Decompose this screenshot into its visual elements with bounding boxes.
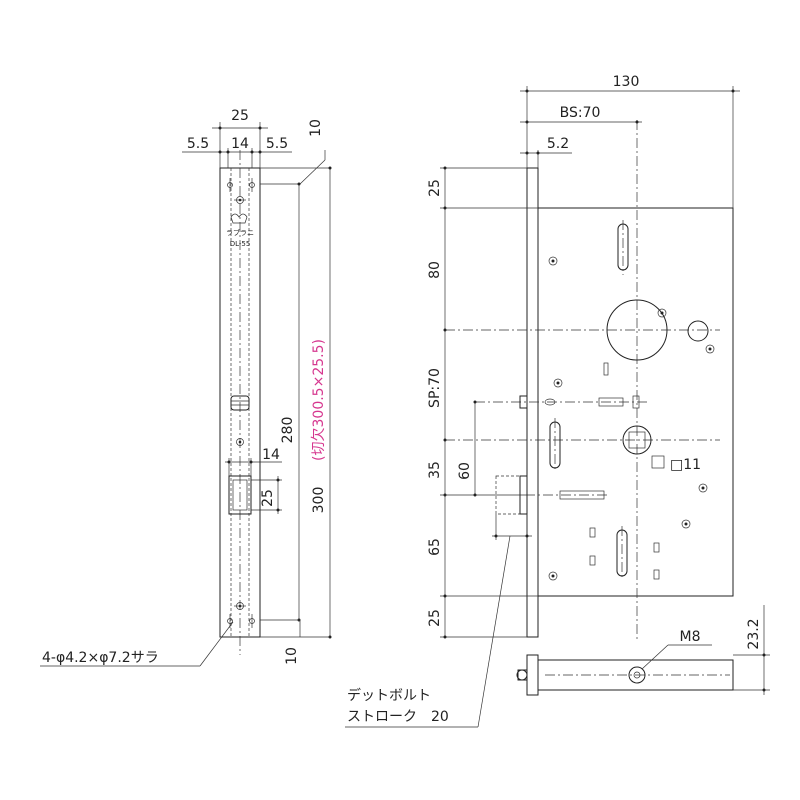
spindle-hub [606,299,715,361]
faceplate-edge [526,167,539,638]
slots [544,220,660,580]
dim-overall-depth: 130 [613,74,640,90]
dim-bottom-segment: 65 [427,538,443,556]
dim-faceplate-thickness: 5.2 [547,136,569,152]
dim-screw-pitch: 280 [280,417,296,444]
dim-width-total: 25 [231,108,249,124]
dim-screw-size: M8 [680,629,701,645]
latch [230,395,250,411]
logo-text: ラブラニ [226,228,254,237]
bottom-screw-holes [227,602,255,628]
dim-bottom-margin: 25 [427,609,443,627]
deadbolt-label-line1: デットボルト [347,687,431,704]
top-screw-holes [227,178,255,204]
dim-spindle-pitch: SP:70 [427,368,443,408]
hole-note: 4-φ4.2×φ7.2サラ [42,650,159,666]
cylinder-cam: □11 [622,425,701,473]
dim-top-offset: 10 [308,119,324,137]
maker-logo: ラブラニ DL-55 [226,213,254,248]
dim-lower-segment: 35 [427,461,443,479]
dim-body-thickness: 23.2 [746,618,762,649]
dim-hole-upper: 80 [427,261,443,279]
dim-deadbolt-offset: 60 [457,462,473,480]
dim-bolt-hole-width: 14 [262,447,280,463]
dim-plate-length: 300 [311,487,327,514]
deadbolt-label-line2: ストローク 20 [347,709,449,725]
dim-bolt-hole-height: 25 [260,489,276,507]
dim-top-to-hole: 25 [427,179,443,197]
dim-center-width: 14 [231,136,249,152]
dim-right-margin: 5.5 [266,136,288,152]
side-view: □11 [345,74,740,728]
latch-side [519,395,528,409]
dim-bottom-offset: 10 [284,647,300,665]
case-screws [548,256,708,581]
dim-backset: BS:70 [560,105,601,121]
dim-square-hole: □11 [670,457,701,473]
model-text: DL-55 [230,240,251,248]
cutout-note: (切欠300.5×25.5) [311,339,327,461]
bottom-view: M8 23.2 [516,605,770,696]
dim-left-margin: 5.5 [187,136,209,152]
deadbolt-hole [228,475,252,515]
front-plate-view: ラブラニ DL-55 [40,108,332,667]
